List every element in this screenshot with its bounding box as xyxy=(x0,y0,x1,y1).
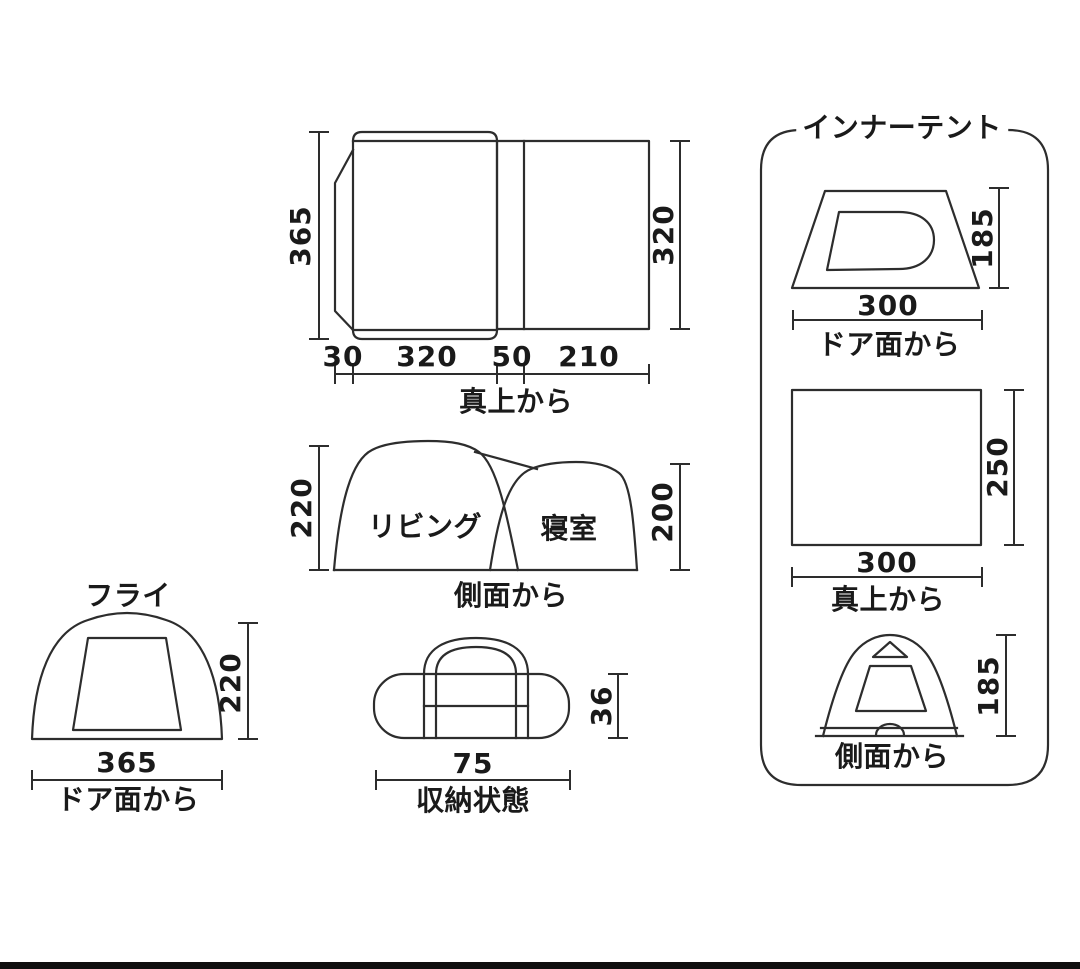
fly-view-drawing xyxy=(30,611,258,790)
inner-top-width-label: 300 xyxy=(856,546,918,579)
inner-top-dim-300 xyxy=(791,567,983,587)
inner-door-view-caption: ドア面から xyxy=(817,328,961,361)
side-view-height-right-label: 200 xyxy=(646,481,679,543)
top-view-height-left-label: 365 xyxy=(284,205,317,267)
inner-side-vent-triangle xyxy=(871,640,909,659)
side-view-caption: 側面から xyxy=(453,579,569,612)
inner-tent-panel xyxy=(759,128,1050,787)
bag-handle-inner xyxy=(434,645,518,676)
fly-dim-width-365 xyxy=(31,770,223,790)
fly-width-label: 365 xyxy=(96,746,158,779)
fly-height-label: 220 xyxy=(214,652,247,714)
top-view-caption: 真上から xyxy=(458,385,574,418)
bag-handle-outer xyxy=(422,636,530,676)
inner-door-opening xyxy=(825,210,936,272)
inner-tent-panel-border xyxy=(759,128,1050,787)
bag-width-label: 75 xyxy=(452,747,494,780)
top-view-width-label-30: 30 xyxy=(322,340,364,373)
fly-view-caption: ドア面から xyxy=(56,783,200,816)
inner-door-view-outline xyxy=(790,189,981,290)
top-view-dim-bottom xyxy=(334,364,650,384)
storage-caption: 収納状態 xyxy=(415,784,531,817)
inner-door-width-label: 300 xyxy=(857,289,919,322)
bag-dim-height-36 xyxy=(608,673,628,739)
top-view-height-right-label: 320 xyxy=(647,204,680,266)
side-view-bedroom-label: 寝室 xyxy=(540,512,598,545)
inner-top-view-rect xyxy=(790,388,983,547)
top-view-width-label-50: 50 xyxy=(491,340,533,373)
fly-door-panel xyxy=(71,636,183,732)
fly-dim-height-220 xyxy=(238,622,258,740)
side-view-drawing xyxy=(309,439,690,572)
top-view-drawing xyxy=(309,130,690,384)
inner-door-dim-185 xyxy=(989,187,1009,289)
fly-dome-outline xyxy=(30,611,224,741)
inner-side-view-outline xyxy=(821,633,959,738)
top-view-inner-rect xyxy=(495,139,651,331)
top-view-fly-outline xyxy=(351,130,499,341)
inner-top-dim-250 xyxy=(1004,389,1024,546)
bag-dim-width-75 xyxy=(375,770,571,790)
inner-side-window xyxy=(854,664,928,713)
bottom-edge-bar xyxy=(0,962,1080,969)
inner-tent-title: インナーテント xyxy=(796,114,1008,142)
inner-side-door-arc xyxy=(874,722,906,737)
top-view-width-label-210: 210 xyxy=(558,340,620,373)
bag-body xyxy=(372,672,571,740)
top-view-dim-left-365 xyxy=(309,131,329,340)
inner-side-height-label: 185 xyxy=(972,655,1005,717)
inner-top-view-caption: 真上から xyxy=(830,583,946,616)
side-view-living-dome xyxy=(332,439,520,572)
side-view-dim-left-220 xyxy=(309,445,329,571)
inner-top-depth-label: 250 xyxy=(981,436,1014,498)
inner-side-dim-185 xyxy=(996,634,1016,737)
storage-bag-drawing xyxy=(372,636,628,790)
inner-door-dim-300 xyxy=(792,310,983,330)
side-view-fly-connector-line xyxy=(473,450,539,471)
top-view-side-flap xyxy=(333,148,355,332)
inner-side-view-caption: 側面から xyxy=(834,740,950,773)
top-view-dim-right-320 xyxy=(670,140,690,330)
side-view-living-label: リビング xyxy=(367,510,483,543)
side-view-dim-right-200 xyxy=(670,463,690,571)
side-view-bedroom-dome xyxy=(488,460,639,572)
top-view-width-label-320: 320 xyxy=(396,340,458,373)
bag-height-label: 36 xyxy=(585,685,618,727)
side-view-height-left-label: 220 xyxy=(285,477,318,539)
inner-door-height-label: 185 xyxy=(966,207,999,269)
fly-view-title: フライ xyxy=(85,579,171,612)
inner-side-floor-lines xyxy=(814,726,965,738)
